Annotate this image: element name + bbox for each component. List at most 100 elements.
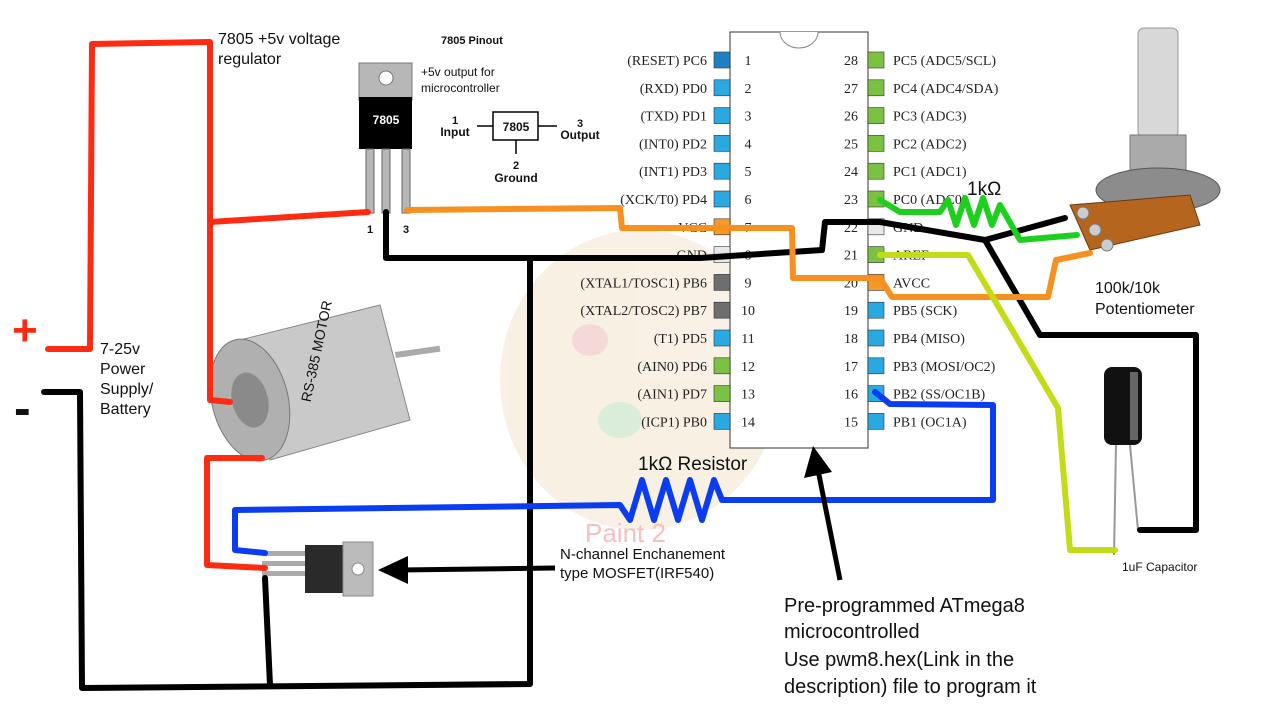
pinout-output-num: 3 (577, 118, 583, 130)
pin-square (867, 329, 885, 347)
atmega8-chip (729, 31, 869, 449)
pin-number: 5 (745, 165, 752, 180)
pin-square (713, 51, 731, 69)
pin-label: (RESET) PC6 (627, 54, 707, 69)
motor-mosfet-wire (204, 455, 268, 571)
pin-square (867, 357, 885, 375)
regulator-output-note-2: microcontroller (421, 81, 500, 95)
supply-label-2: Power (100, 361, 146, 378)
regulator-pin3-label: 3 (403, 224, 409, 236)
pinout-title: 7805 Pinout (441, 35, 503, 47)
pin-number: 15 (844, 415, 858, 430)
regulator-output-note: +5v output for (421, 65, 495, 79)
pin-number: 28 (844, 54, 858, 69)
pin-label: (AIN1) PD7 (637, 388, 707, 403)
pin-square (713, 329, 731, 347)
pin-square (713, 190, 731, 208)
pin-label: PC2 (ADC2) (893, 137, 967, 152)
pin-square (713, 357, 731, 375)
pin-number: 16 (844, 388, 858, 403)
pin-number: 1 (745, 54, 752, 69)
mosfet-label-2: type MOSFET(IRF540) (560, 565, 714, 582)
pin-label: (XTAL1/TOSC1) PB6 (580, 276, 707, 291)
mosfet (262, 541, 374, 597)
pin-square (713, 107, 731, 124)
dc-motor: RS-385 MOTOR (209, 299, 441, 462)
adc-wire (877, 195, 1080, 243)
pin-number: 26 (844, 110, 858, 125)
voltage-regulator-7805: 7805 (358, 62, 413, 214)
pinout-ground-num: 2 (513, 160, 519, 172)
pin-number: 23 (844, 193, 858, 208)
pin-label: PC5 (ADC5/SCL) (893, 54, 996, 69)
pin-square (867, 162, 885, 180)
pin-label: PC4 (ADC4/SDA) (893, 82, 999, 97)
mcu-label: Pre-programmed ATmega8 (784, 595, 1025, 617)
mosfet-source-wire (262, 575, 273, 688)
pin-label: PC0 (ADC0) (893, 193, 967, 208)
pot-label: 100k/10k (1095, 280, 1161, 297)
regulator-title: 7805 +5v voltage (218, 31, 340, 48)
pin-number: 3 (745, 110, 752, 125)
pin-number: 6 (745, 193, 752, 208)
pin-label: PB3 (MOSI/OC2) (893, 360, 996, 375)
supply-label-3: Supply/ (100, 381, 154, 398)
pin-number: 14 (741, 415, 755, 430)
pin-number: 21 (844, 249, 858, 264)
pin-square (867, 413, 885, 430)
pin-number: 9 (745, 276, 752, 291)
pinout-chip-label: 7805 (503, 120, 530, 134)
ground-wire (41, 255, 533, 691)
pin-square (713, 135, 731, 152)
regulator-input-wire (207, 209, 371, 225)
pin-square (867, 301, 885, 319)
pin-label: (XCK/T0) PD4 (620, 193, 707, 208)
pin-square (713, 274, 731, 291)
pin-label: PB1 (OC1A) (893, 415, 967, 430)
pin-square (867, 107, 885, 124)
pin-number: 18 (844, 332, 858, 347)
pin-label: (ICP1) PB0 (641, 415, 707, 430)
potentiometer (1069, 27, 1221, 252)
regulator-chip-label: 7805 (373, 113, 400, 127)
pin-label: PC3 (ADC3) (893, 110, 967, 125)
pin-number: 17 (844, 360, 858, 375)
pin-number: 12 (741, 360, 755, 375)
paint-watermark (500, 230, 780, 530)
watermark-text: Paint 2 (585, 518, 666, 548)
pin-square (867, 51, 885, 69)
regulator-pin1-label: 1 (367, 224, 373, 236)
supply-label: 7-25v (100, 341, 140, 358)
vcc-wire (404, 205, 1093, 300)
capacitor-label: 1uF Capacitor (1122, 560, 1197, 574)
pot-label-2: Potentiometer (1095, 301, 1195, 318)
pin-number: 24 (844, 165, 858, 180)
pin-number: 2 (745, 82, 752, 97)
pinout-diagram (477, 111, 557, 154)
pin-label: AVCC (893, 276, 930, 291)
pin-label: (XTAL2/TOSC2) PB7 (580, 304, 707, 319)
pinout-ground: Ground (494, 171, 537, 185)
pin-square (867, 79, 885, 97)
pinout-input: Input (440, 125, 469, 139)
pin-label: PC1 (ADC1) (893, 165, 967, 180)
pin-label: (T1) PD5 (654, 332, 707, 347)
pwm-resistor-label: 1kΩ Resistor (638, 454, 748, 475)
positive-wire (45, 39, 233, 405)
pin-square (713, 385, 731, 402)
regulator-ground-wire (383, 209, 1068, 261)
supply-label-4: Battery (100, 401, 151, 418)
pwm-wire (232, 389, 996, 556)
pin-label: (AIN0) PD6 (637, 360, 707, 375)
capacitor (1104, 367, 1142, 556)
pin-label: (TXD) PD1 (641, 110, 708, 125)
pin-label: (INT0) PD2 (639, 137, 707, 152)
pin-number: 10 (741, 304, 755, 319)
capacitor-ground-wire (982, 237, 1199, 533)
pin-square (867, 135, 885, 152)
pin-square (713, 301, 731, 319)
positive-terminal-sign: + (12, 306, 38, 355)
pin-label: (INT1) PD3 (639, 165, 707, 180)
